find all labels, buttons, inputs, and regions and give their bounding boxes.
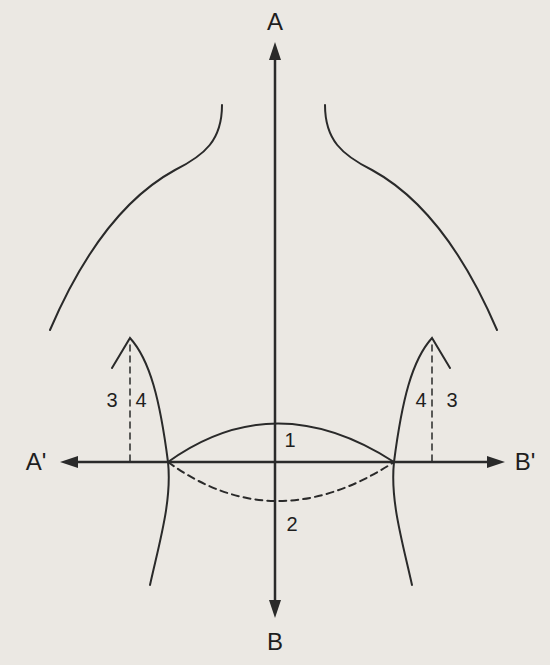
neck-shoulder-left xyxy=(50,105,222,330)
neck-shoulder-right xyxy=(325,105,497,330)
axis-vertical xyxy=(274,55,277,605)
axis-horizontal xyxy=(72,461,493,464)
arrowhead-down xyxy=(269,600,281,618)
arrowhead-left xyxy=(60,456,78,468)
callout-number: 4 xyxy=(133,389,148,411)
arrowhead-right xyxy=(487,456,505,468)
arrowhead-up xyxy=(269,42,281,60)
callout-number: 3 xyxy=(444,389,459,411)
callout-number: 3 xyxy=(104,389,119,411)
callout-number: 2 xyxy=(284,513,299,535)
axis-letter: B xyxy=(265,629,285,655)
callout-number: 4 xyxy=(413,389,428,411)
dashed-vertical-left xyxy=(129,345,131,462)
axis-letter: A xyxy=(265,9,285,35)
dashed-vertical-right xyxy=(431,345,433,462)
axis-letter: B' xyxy=(513,449,538,475)
arc-dashed xyxy=(168,462,394,501)
axis-letter: A' xyxy=(24,449,49,475)
callout-number: 1 xyxy=(282,429,297,451)
arc-solid xyxy=(168,424,394,463)
